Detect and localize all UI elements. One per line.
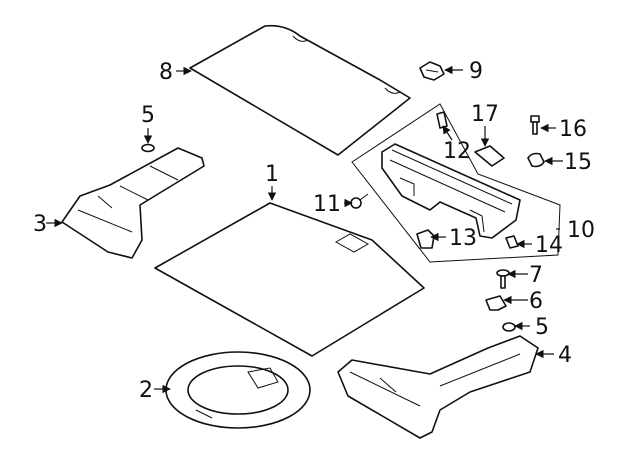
- part-14-clip: [505, 235, 519, 249]
- callout-6: 6: [529, 289, 543, 314]
- callout-5-lower: 5: [535, 315, 549, 340]
- part-1-floor-mat: [154, 202, 425, 357]
- part-10-sill-plate: [381, 143, 521, 239]
- callout-9: 9: [469, 59, 483, 84]
- part-7-bolt: [496, 269, 510, 289]
- callout-1: 1: [265, 162, 279, 187]
- callout-15: 15: [564, 150, 592, 175]
- part-4-side-cover: [337, 335, 539, 439]
- part-3-side-cover: [61, 147, 205, 259]
- part-15-nut: [527, 152, 545, 168]
- callout-3: 3: [33, 212, 47, 237]
- callout-10: 10: [567, 218, 595, 243]
- part-5-button-lower: [502, 322, 516, 332]
- part-13-clip: [416, 229, 435, 249]
- callout-2: 2: [139, 378, 153, 403]
- callout-4: 4: [558, 343, 572, 368]
- leader-lines: [46, 65, 563, 394]
- callout-12: 12: [443, 139, 471, 164]
- callout-8: 8: [159, 60, 173, 85]
- part-17-bracket: [474, 145, 505, 167]
- part-5-button-upper: [141, 143, 155, 153]
- part-8-cover-panel: [189, 24, 411, 156]
- callout-5-upper: 5: [141, 103, 155, 128]
- callout-11: 11: [313, 192, 341, 217]
- part-10-outline: [351, 103, 561, 263]
- part-9-clip: [419, 61, 445, 81]
- callout-16: 16: [559, 117, 587, 142]
- part-2-spare-wheel-holder: [165, 351, 311, 429]
- callout-14: 14: [535, 233, 563, 258]
- part-16-bolt: [530, 115, 540, 135]
- callout-13: 13: [449, 226, 477, 251]
- part-6-bracket: [485, 295, 507, 311]
- callout-17: 17: [471, 102, 499, 127]
- callout-labels: 1 2 3 4 5 5 6 7 8 9 10 11 12 13 14 15 16…: [33, 59, 595, 403]
- callout-7: 7: [529, 263, 543, 288]
- part-11-fastener: [350, 193, 369, 209]
